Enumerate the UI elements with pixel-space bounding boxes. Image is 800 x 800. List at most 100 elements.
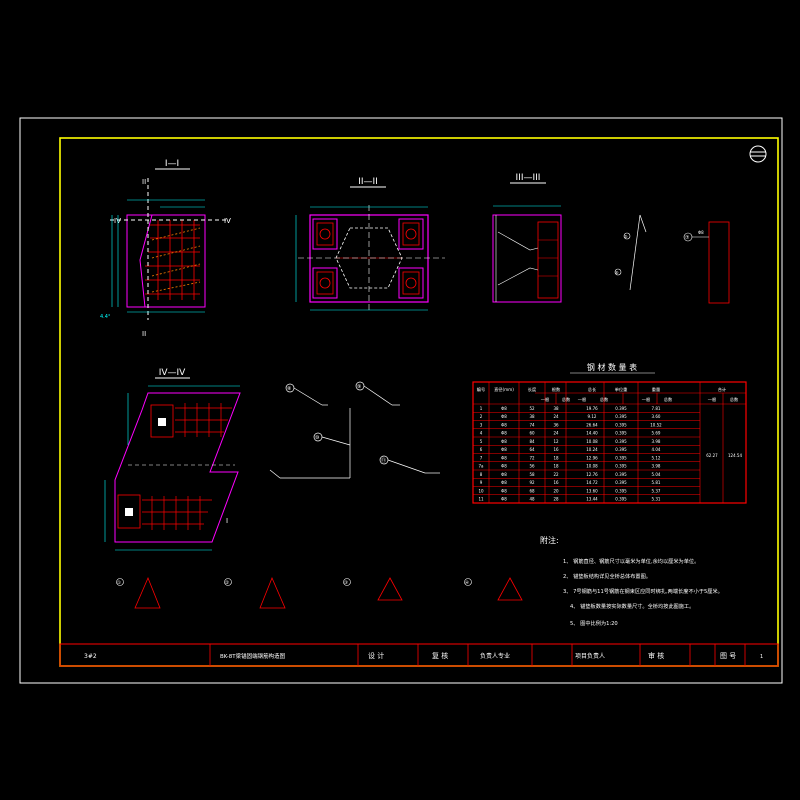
section-4-view: IV—IV I bbox=[104, 368, 241, 551]
svg-text:IV: IV bbox=[114, 217, 121, 225]
svg-text:⑩: ⑩ bbox=[315, 435, 320, 441]
svg-text:一根: 一根 bbox=[708, 396, 717, 403]
table-cell: 5 bbox=[480, 439, 483, 444]
svg-text:总数: 总数 bbox=[730, 396, 739, 403]
table-cell: 28 bbox=[553, 497, 559, 502]
table-cell: 74 bbox=[529, 422, 535, 427]
table-cell: 38 bbox=[529, 414, 535, 419]
svg-text:⑨: ⑨ bbox=[357, 384, 361, 390]
section-3-view: III—III bbox=[492, 173, 562, 303]
section-3-title: III—III bbox=[516, 173, 541, 183]
table-cell: 84 bbox=[529, 439, 535, 444]
table-cell: 9 bbox=[480, 480, 483, 485]
section-1-view: I—I II II IV IV 4.4° bbox=[100, 159, 231, 338]
table-cell: Φ8 bbox=[501, 414, 507, 419]
notes-title: 附注: bbox=[540, 535, 559, 545]
note-1: 1、 钢筋直径、钢筋尺寸以毫米为单位,余均以厘米为单位。 bbox=[563, 557, 699, 565]
table-cell: 19.76 bbox=[586, 406, 598, 411]
table-cell: 16 bbox=[553, 480, 559, 485]
table-cell: 0.395 bbox=[615, 439, 627, 444]
svg-text:⑥: ⑥ bbox=[615, 270, 619, 275]
svg-text:⑤: ⑤ bbox=[624, 234, 628, 239]
svg-text:总数: 总数 bbox=[562, 396, 571, 403]
table-cell: 10.08 bbox=[586, 439, 598, 444]
table-cell: 38 bbox=[553, 406, 559, 411]
table-cell: 10.08 bbox=[586, 464, 598, 469]
svg-text:124.54: 124.54 bbox=[728, 453, 742, 458]
svg-text:总数: 总数 bbox=[664, 396, 673, 403]
table-cell: 14.72 bbox=[586, 480, 598, 485]
project-code: 3#2 bbox=[84, 653, 97, 660]
bar-detail-2: ⑦ Φ8 bbox=[683, 221, 730, 304]
table-cell: Φ8 bbox=[501, 480, 507, 485]
table-cell: 0.395 bbox=[615, 497, 627, 502]
drawing-title: BK-8T梁锚固端钢筋构造图 bbox=[220, 652, 286, 660]
note-2: 2、 锚垫板结构详见全桥总体布置图。 bbox=[563, 572, 651, 580]
table-cell: 0.395 bbox=[615, 455, 627, 460]
table-cell: 11 bbox=[478, 497, 484, 502]
table-cell: 13.44 bbox=[586, 497, 598, 502]
table-cell: Φ8 bbox=[501, 422, 507, 427]
table-cell: Φ8 bbox=[501, 447, 507, 452]
svg-text:复 核: 复 核 bbox=[432, 651, 448, 660]
table-cell: 18 bbox=[553, 455, 559, 460]
table-cell: Φ8 bbox=[501, 488, 507, 493]
table-cell: Φ8 bbox=[501, 472, 507, 477]
table-cell: 0.395 bbox=[615, 431, 627, 436]
table-cell: 60 bbox=[529, 431, 535, 436]
table-cell: 24 bbox=[553, 414, 559, 419]
section-2-title: II—II bbox=[358, 177, 378, 187]
table-cell: Φ8 bbox=[501, 455, 507, 460]
svg-text:一根: 一根 bbox=[541, 396, 550, 403]
table-cell: 0.395 bbox=[615, 414, 627, 419]
svg-text:设 计: 设 计 bbox=[368, 651, 384, 660]
table-cell: 18 bbox=[553, 464, 559, 469]
svg-text:Φ8: Φ8 bbox=[698, 230, 704, 235]
outer-border bbox=[19, 117, 783, 684]
table-cell: 5.37 bbox=[652, 488, 661, 493]
table-cell: 0.395 bbox=[615, 447, 627, 452]
table-cell: 5.81 bbox=[652, 480, 661, 485]
table-cell: 0.395 bbox=[615, 488, 627, 493]
north-symbol-icon bbox=[749, 145, 767, 163]
table-cell: 0.395 bbox=[615, 480, 627, 485]
table-cell: 10 bbox=[478, 488, 484, 493]
table-cell: 1 bbox=[480, 406, 483, 411]
svg-text:图 号: 图 号 bbox=[720, 652, 736, 660]
table-cell: 36 bbox=[553, 422, 559, 427]
table-cell: 64 bbox=[529, 447, 535, 452]
svg-text:⑧: ⑧ bbox=[287, 386, 292, 392]
svg-text:4.4°: 4.4° bbox=[100, 314, 111, 320]
steel-quantity-table: 钢 材 数 量 表 编号 直径(mm) 长度 根数 总长 单位重 重量 合计 一… bbox=[472, 362, 747, 504]
table-cell: 5.12 bbox=[652, 455, 661, 460]
svg-text:②: ② bbox=[225, 580, 229, 586]
table-cell: 2 bbox=[480, 414, 483, 419]
table-cell: 92 bbox=[529, 480, 535, 485]
table-cell: 72 bbox=[529, 455, 535, 460]
table-cell: 3.60 bbox=[652, 414, 661, 419]
table-title: 钢 材 数 量 表 bbox=[587, 362, 637, 372]
svg-text:总长: 总长 bbox=[588, 386, 597, 393]
svg-text:62.27: 62.27 bbox=[706, 453, 718, 458]
svg-text:IV: IV bbox=[224, 217, 231, 225]
table-cell: 22 bbox=[553, 472, 559, 477]
section-4-title: IV—IV bbox=[159, 368, 186, 378]
svg-text:I: I bbox=[226, 517, 228, 525]
svg-text:II: II bbox=[142, 330, 146, 338]
note-5: 5、 图中比例为1:20 bbox=[570, 619, 618, 627]
table-cell: 3 bbox=[480, 422, 483, 427]
table-cell: 5.04 bbox=[652, 472, 661, 477]
notes-block: 附注: 1、 钢筋直径、钢筋尺寸以毫米为单位,余均以厘米为单位。 2、 锚垫板结… bbox=[540, 535, 723, 627]
table-cell: 8 bbox=[480, 472, 483, 477]
table-cell: 3.98 bbox=[652, 464, 661, 469]
table-cell: 7.81 bbox=[652, 406, 661, 411]
svg-text:长度: 长度 bbox=[528, 386, 537, 393]
table-cell: 20 bbox=[553, 488, 559, 493]
table-cell: 13.60 bbox=[586, 488, 598, 493]
table-cell: 4 bbox=[480, 431, 483, 436]
table-cell: 12 bbox=[553, 439, 559, 444]
svg-text:⑦: ⑦ bbox=[685, 235, 690, 241]
table-cell: 5.69 bbox=[652, 431, 661, 436]
svg-text:负责人专业: 负责人专业 bbox=[480, 652, 510, 660]
